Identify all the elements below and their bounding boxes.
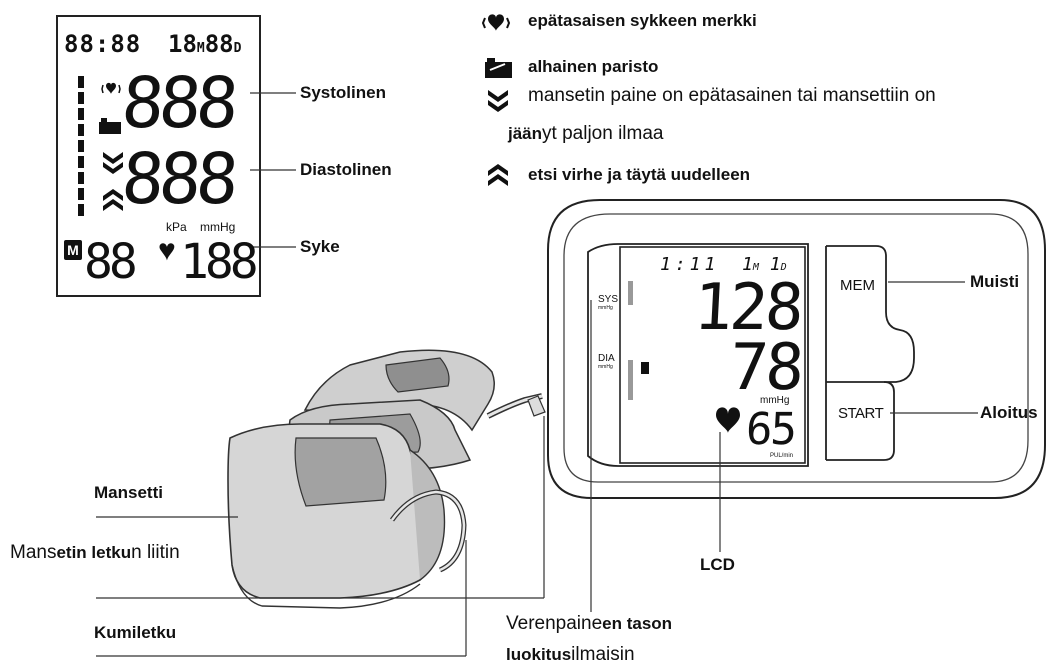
device-classification-marker (641, 362, 649, 374)
device-diastolic-value: 78 (728, 331, 804, 405)
lcd-memory-badge: M (64, 240, 82, 260)
label-classification-line1: Verenpaineen tason (506, 613, 673, 634)
lcd-pulse-segments: 188 (180, 234, 259, 290)
lcd-bar-graph (78, 76, 84, 216)
lcd-irregular-heartbeat-icon (101, 82, 121, 94)
label-lcd: LCD (700, 555, 735, 574)
device-time: 1:11 (660, 254, 720, 275)
label-rubber-hose: Kumiletku (94, 623, 177, 642)
lcd-date-day: 88 (204, 30, 234, 58)
device-button-panel (825, 245, 915, 461)
callout-lines (96, 281, 978, 657)
device-pulse-value: 65 (744, 404, 797, 455)
lcd-date-segments: 18M88D (168, 32, 241, 56)
lcd-template-frame (56, 15, 261, 297)
memory-button[interactable]: MEM (840, 277, 875, 294)
legend-retry-text: etsi virhe ja täytä uudelleen (528, 165, 751, 184)
lcd-date-d: D (233, 41, 242, 56)
device-date: 1M 1D (742, 254, 787, 275)
lcd-low-battery-icon (99, 118, 121, 134)
lcd-time-segments: 88:88 (64, 30, 142, 58)
device-sys-label: SYS (598, 294, 619, 305)
label-pulse: Syke (300, 237, 340, 256)
device-dia-unit: mmHg (598, 364, 613, 370)
lcd-memory-digits: 88 (84, 234, 138, 290)
lcd-down-arrows-icon (103, 152, 123, 174)
label-hose-connector: Mansetin letkun liitin (10, 542, 180, 563)
lcd-heart-icon: ♥ (158, 234, 176, 267)
lcd-up-arrows-icon (103, 189, 123, 211)
label-memory: Muisti (970, 272, 1020, 291)
lcd-unit-mmhg: mmHg (200, 220, 236, 234)
lcd-template-panel (56, 15, 261, 297)
label-classification-line2: luokitusilmaisin (506, 644, 635, 665)
lcd-date-m: M (196, 41, 205, 56)
legend-down-arrows-icon (488, 90, 508, 112)
legend-irregular-heartbeat-text: epätasaisen sykkeen merkki (528, 11, 757, 30)
legend-up-arrows-icon (488, 164, 508, 186)
lcd-unit-kpa: kPa (166, 220, 187, 234)
cuff-illustration (227, 349, 546, 609)
lcd-systolic-segments: 888 (119, 62, 237, 144)
label-start: Aloitus (980, 403, 1038, 422)
lcd-diastolic-segments: 888 (119, 138, 237, 220)
start-button[interactable]: START (838, 405, 884, 422)
label-systolic: Systolinen (300, 83, 386, 102)
legend-low-battery-text: alhainen paristo (528, 57, 659, 76)
device-pulse-heart-icon (716, 407, 740, 433)
legend-cuff-pressure-text-line2: jäänyt paljon ilmaa (508, 123, 664, 144)
lcd-leader-lines (250, 92, 296, 248)
legend-irregular-heartbeat-icon (481, 14, 511, 31)
lcd-date-month: 18 (168, 30, 197, 58)
legend-cuff-pressure-text-line1: mansetin paine on epätasainen tai manset… (528, 85, 936, 106)
device-dia-label: DIA (598, 353, 615, 364)
label-diastolic: Diastolinen (300, 160, 392, 179)
label-cuff: Mansetti (94, 483, 163, 502)
legend-low-battery-icon (485, 58, 512, 78)
device-sys-unit: mmHg (598, 305, 613, 311)
device-lcd-screen (587, 243, 809, 467)
device-mmhg-label: mmHg (760, 395, 790, 406)
device-pulse-unit: PUL/min (770, 453, 794, 459)
